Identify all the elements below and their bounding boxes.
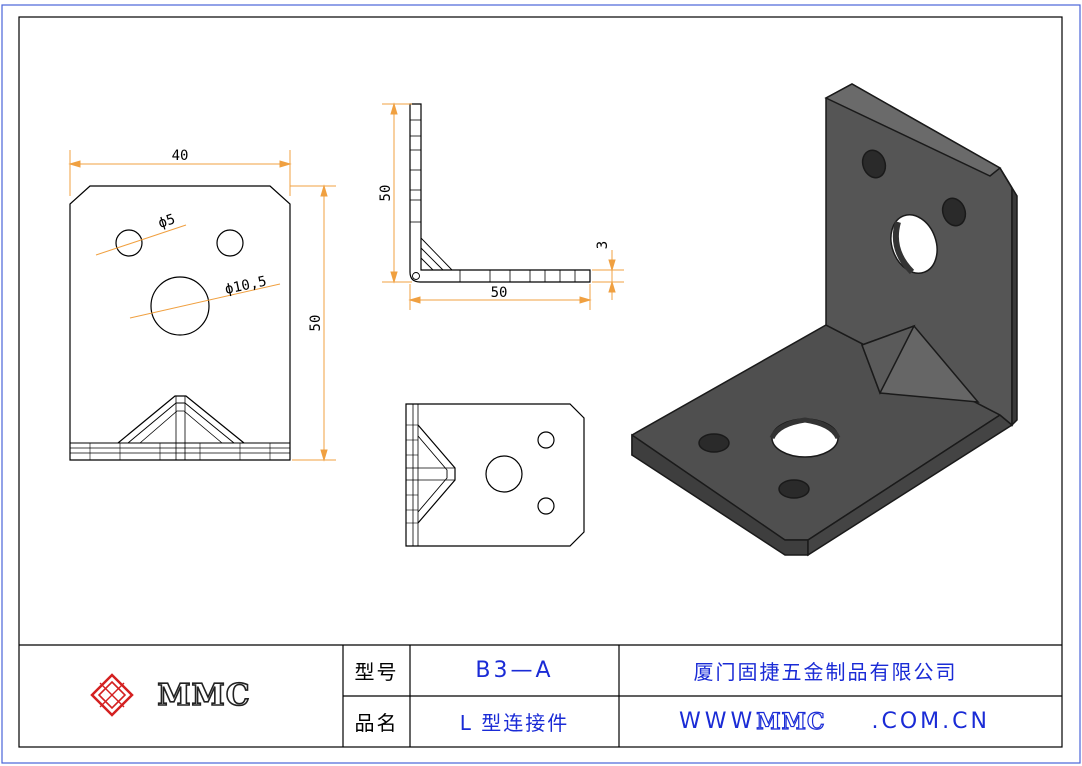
model-value: B3—A (475, 658, 554, 683)
top-view (405, 403, 585, 547)
side-width-dim: 50 (491, 285, 508, 301)
large-hole-dim: ϕ10,5 (224, 273, 269, 297)
front-height-dim: 50 (308, 315, 324, 332)
website-brand: MMC (756, 708, 826, 735)
name-label: 品名 (354, 711, 399, 735)
inner-frame (18, 16, 1063, 748)
side-view-dimensions (382, 102, 624, 310)
title-block (19, 644, 1062, 747)
side-height-dim: 50 (378, 185, 394, 202)
stiffener-rib (117, 395, 245, 444)
product-name-value: L 型连接件 (459, 711, 570, 735)
logo-wordmark: MMC (157, 677, 251, 714)
top-small-hole-1 (537, 431, 555, 449)
thickness-dim: 3 (595, 241, 611, 249)
website-prefix: WWW (679, 709, 757, 734)
model-label: 型号 (354, 660, 399, 684)
top-large-hole (485, 455, 523, 493)
website-suffix: .COM.CN (871, 709, 990, 734)
front-width-dim: 40 (172, 148, 189, 164)
small-hole-left (115, 229, 143, 257)
top-view-outline (405, 403, 585, 547)
large-hole (150, 276, 210, 336)
mmc-logo-icon (90, 673, 134, 717)
small-hole-dim: ϕ5 (156, 211, 177, 231)
front-view-dimensions (68, 150, 336, 462)
website: WWW MMC .COM.CN (619, 696, 1062, 747)
outer-border (1, 4, 1081, 764)
isometric-view (631, 83, 1018, 557)
top-small-hole-2 (537, 497, 555, 515)
company-name: 厦门固捷五金制品有限公司 (693, 660, 958, 684)
side-view-outline (409, 103, 591, 283)
front-view (69, 185, 291, 461)
small-hole-right (216, 229, 244, 257)
side-view (409, 103, 591, 283)
front-view-outline (69, 185, 291, 461)
